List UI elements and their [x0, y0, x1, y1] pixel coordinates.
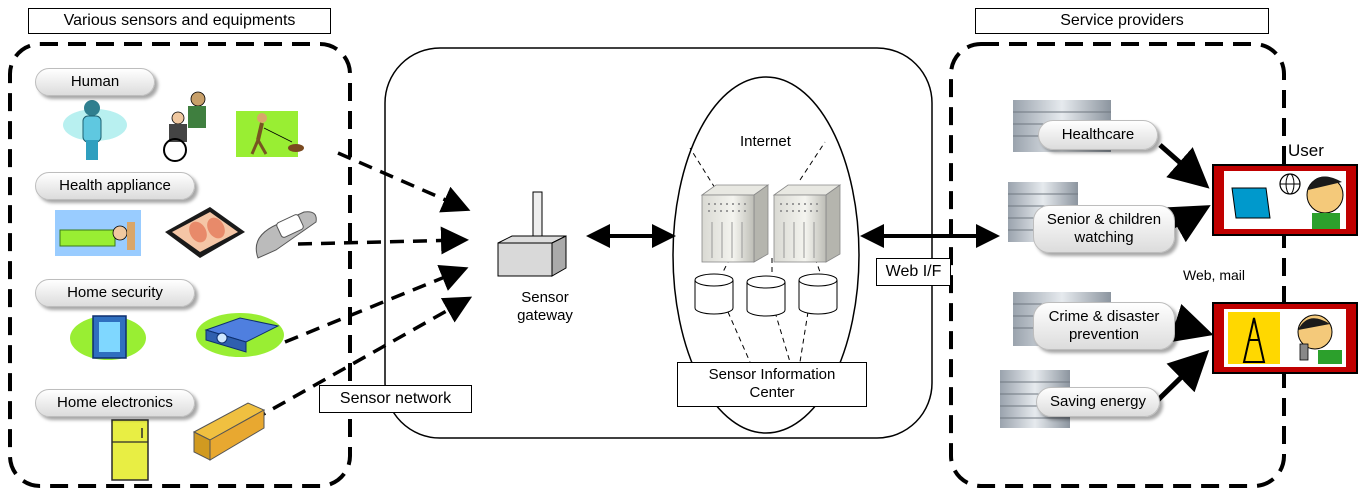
category-human: Human [35, 68, 155, 96]
sensor-network-label: Sensor network [319, 385, 472, 413]
scale-icon [165, 207, 245, 258]
air-conditioner-icon [192, 402, 266, 461]
sensors-region [8, 42, 352, 488]
web-if-label: Web I/F [876, 258, 951, 286]
service-healthcare: Healthcare [1038, 120, 1158, 150]
center-label-line2: Center [749, 384, 795, 401]
user-phone-icon [1212, 302, 1358, 374]
providers-title: Service providers [975, 8, 1269, 34]
sensors-title: Various sensors and equipments [28, 8, 331, 34]
database-icon [694, 273, 734, 315]
person-icon [63, 100, 127, 160]
bed-icon [55, 210, 141, 256]
crime-line2: prevention [1068, 326, 1140, 343]
sensor-information-center-label: Sensor Information Center [677, 362, 867, 407]
user-label: User [1288, 141, 1324, 160]
web-mail-label: Web, mail [1183, 267, 1245, 283]
door-sensor-icon [70, 315, 146, 360]
wristwatch-icon [255, 211, 317, 259]
dog-walker-icon [236, 111, 304, 157]
category-home-electronics: Home electronics [35, 389, 195, 417]
internet-links [689, 141, 826, 363]
projector-icon [196, 313, 284, 357]
center-label-line1: Sensor Information [708, 366, 836, 383]
server-icon [700, 184, 770, 263]
server-icon [772, 184, 842, 263]
category-home-security: Home security [35, 279, 195, 307]
service-senior-children: Senior & children watching [1033, 205, 1175, 253]
database-icon [746, 275, 786, 317]
refrigerator-icon [111, 419, 149, 481]
sensor-gateway-icon [497, 191, 567, 277]
senior-line1: Senior & children [1046, 211, 1162, 228]
gateway-label: Sensor gateway [505, 289, 585, 325]
internet-label: Internet [740, 133, 791, 150]
service-crime-disaster: Crime & disaster prevention [1033, 302, 1175, 350]
user-computer-icon [1212, 164, 1358, 236]
crime-line1: Crime & disaster [1048, 308, 1160, 325]
category-health-appliance: Health appliance [35, 172, 195, 200]
senior-line2: watching [1074, 229, 1134, 246]
sensor-arrows [252, 151, 473, 422]
wheelchair-icon [163, 91, 206, 162]
service-arrows [1156, 143, 1214, 402]
service-saving-energy: Saving energy [1036, 387, 1160, 417]
providers-region [949, 42, 1286, 488]
database-icon [798, 273, 838, 315]
gateway-label-line2: gateway [517, 307, 573, 324]
gateway-label-line1: Sensor [521, 289, 569, 306]
